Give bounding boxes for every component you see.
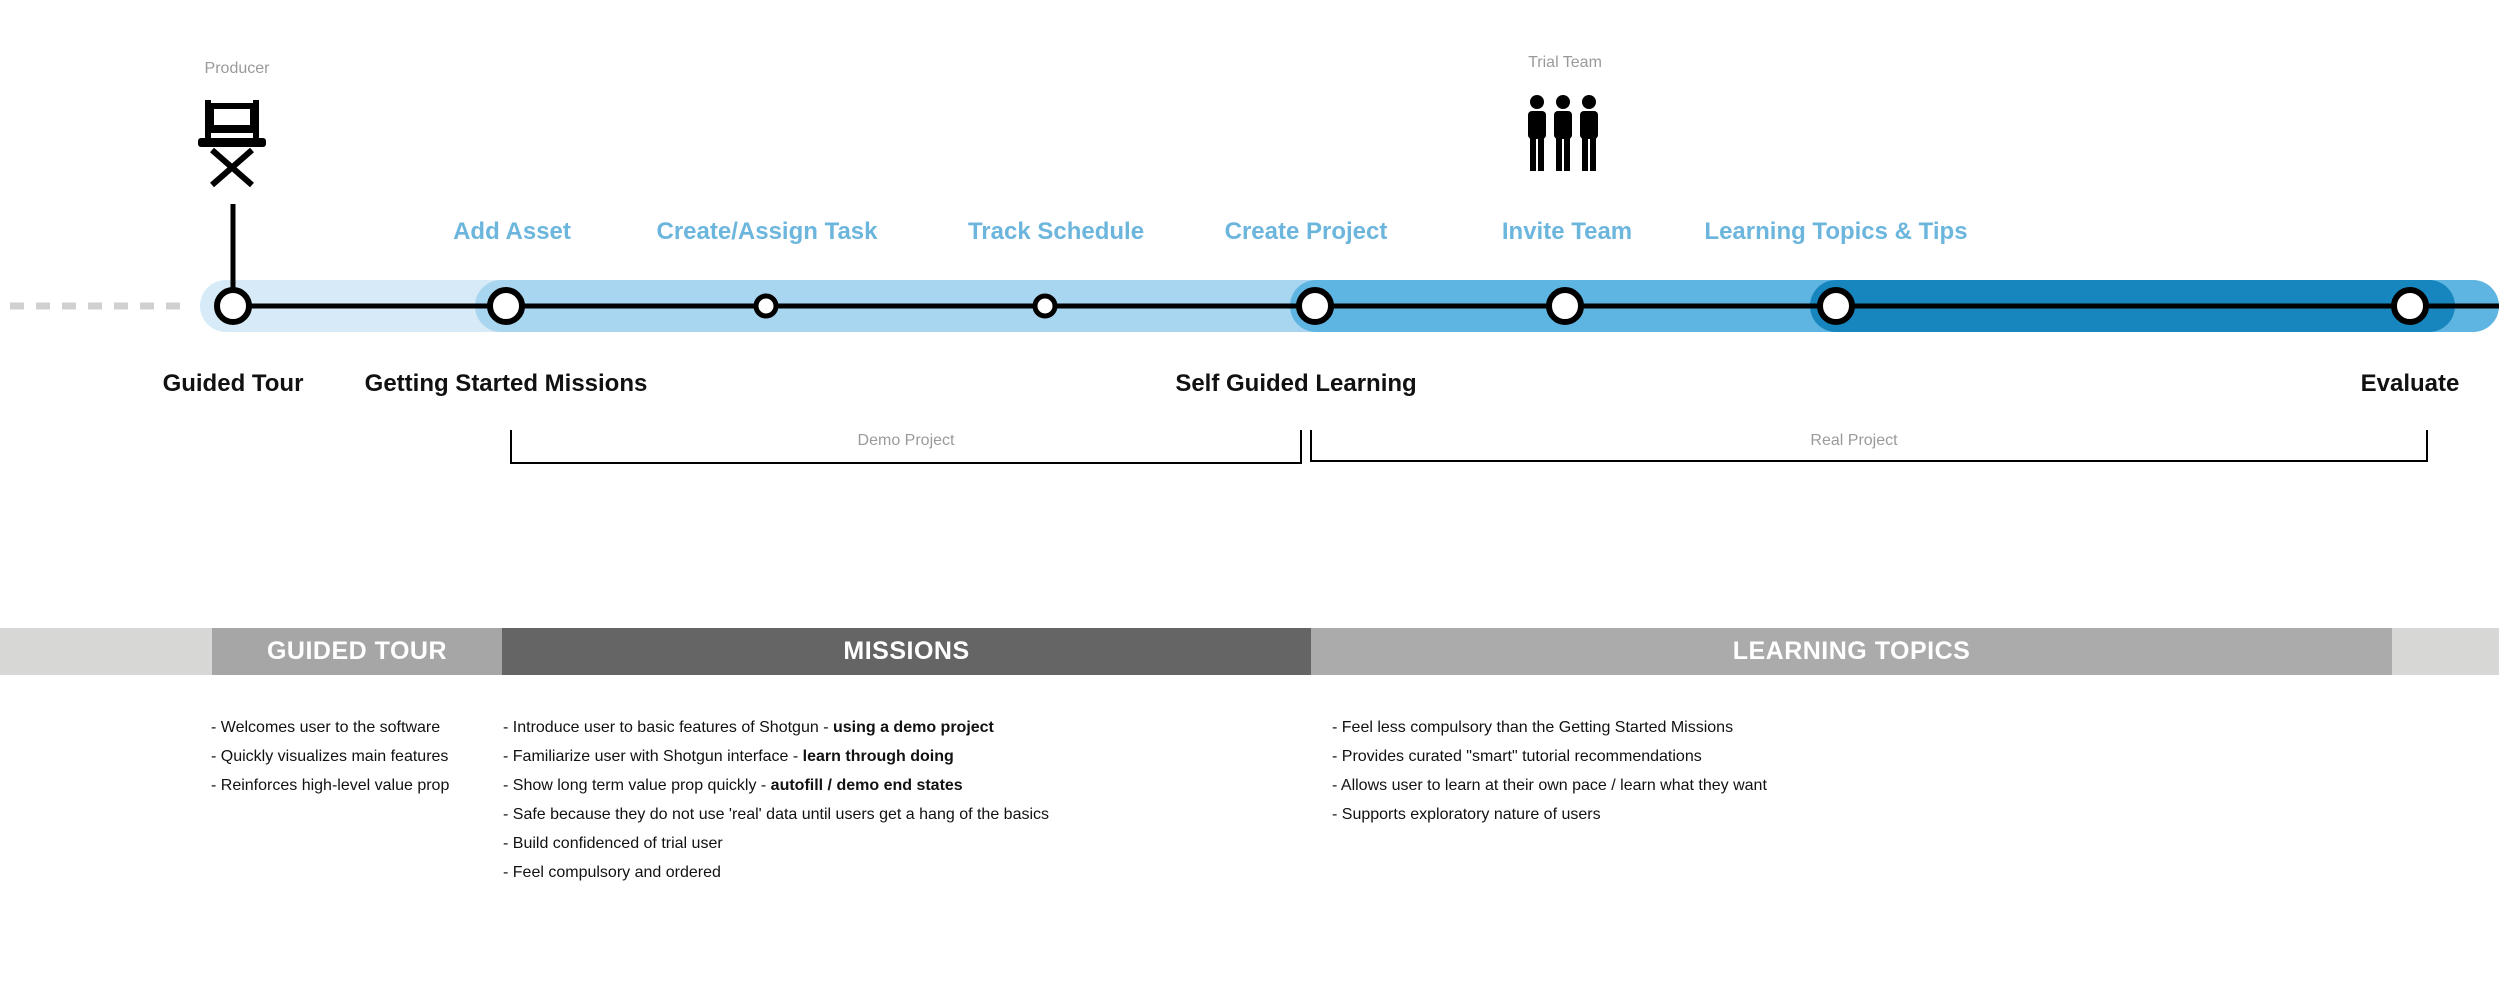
stage-guided-tour: Guided Tour [162,370,304,397]
note-item: - Feel compulsory and ordered [503,864,721,881]
note-item: - Show long term value prop quickly - au… [503,777,963,794]
node-track-schedule [1032,293,1058,319]
bracket-real-label: Real Project [1810,432,1898,449]
step-track-schedule: Track Schedule [967,218,1145,245]
note-item: - Safe because they do not use 'real' da… [503,806,1050,823]
note-item: - Build confidenced of trial user [503,835,723,852]
director-chair-icon [198,100,266,188]
actor-producer-label: Producer [204,60,270,77]
node-self-guided [1296,287,1334,325]
learning-notes: - Feel less compulsory than the Getting … [1332,713,1767,829]
note-item: - Supports exploratory nature of users [1332,806,1601,823]
guided-tour-notes: - Welcomes user to the software - Quickl… [211,713,449,800]
bracket-demo-label: Demo Project [857,432,955,449]
note-item: - Reinforces high-level value prop [211,777,450,794]
bracket-real-project [1310,430,2428,462]
step-create-project: Create Project [1224,218,1388,245]
note-item: - Allows user to learn at their own pace… [1332,777,1767,794]
actor-trial-team-label: Trial Team [1528,54,1602,71]
step-learning-topics-tips: Learning Topics & Tips [1704,218,1968,245]
stage-evaluate: Evaluate [2360,370,2460,397]
guided-tour-header: GUIDED TOUR [212,628,502,675]
stage-getting-started: Getting Started Missions [364,370,648,397]
note-item: - Provides curated "smart" tutorial reco… [1332,748,1702,765]
note-item: - Familiarize user with Shotgun interfac… [503,748,954,765]
node-learning-topics [1817,287,1855,325]
note-item: - Quickly visualizes main features [211,748,449,765]
node-guided-tour [214,287,252,325]
node-getting-started [487,287,525,325]
note-item: - Feel less compulsory than the Getting … [1332,719,1734,736]
node-create-assign-task [753,293,779,319]
step-invite-team: Invite Team [1501,218,1633,245]
learning-topics-header: LEARNING TOPICS [1311,628,2392,675]
bracket-demo-project [510,430,1302,464]
step-create-assign-task: Create/Assign Task [656,218,878,245]
note-item: - Introduce user to basic features of Sh… [503,719,994,736]
step-add-asset: Add Asset [453,218,571,245]
node-invite-team [1546,287,1584,325]
stage-self-guided: Self Guided Learning [1175,370,1417,397]
note-item: - Welcomes user to the software [211,719,441,736]
mission-notes: - Introduce user to basic features of Sh… [503,713,1049,887]
team-icon [1528,95,1598,171]
node-evaluate [2391,287,2429,325]
missions-header: MISSIONS [502,628,1311,675]
